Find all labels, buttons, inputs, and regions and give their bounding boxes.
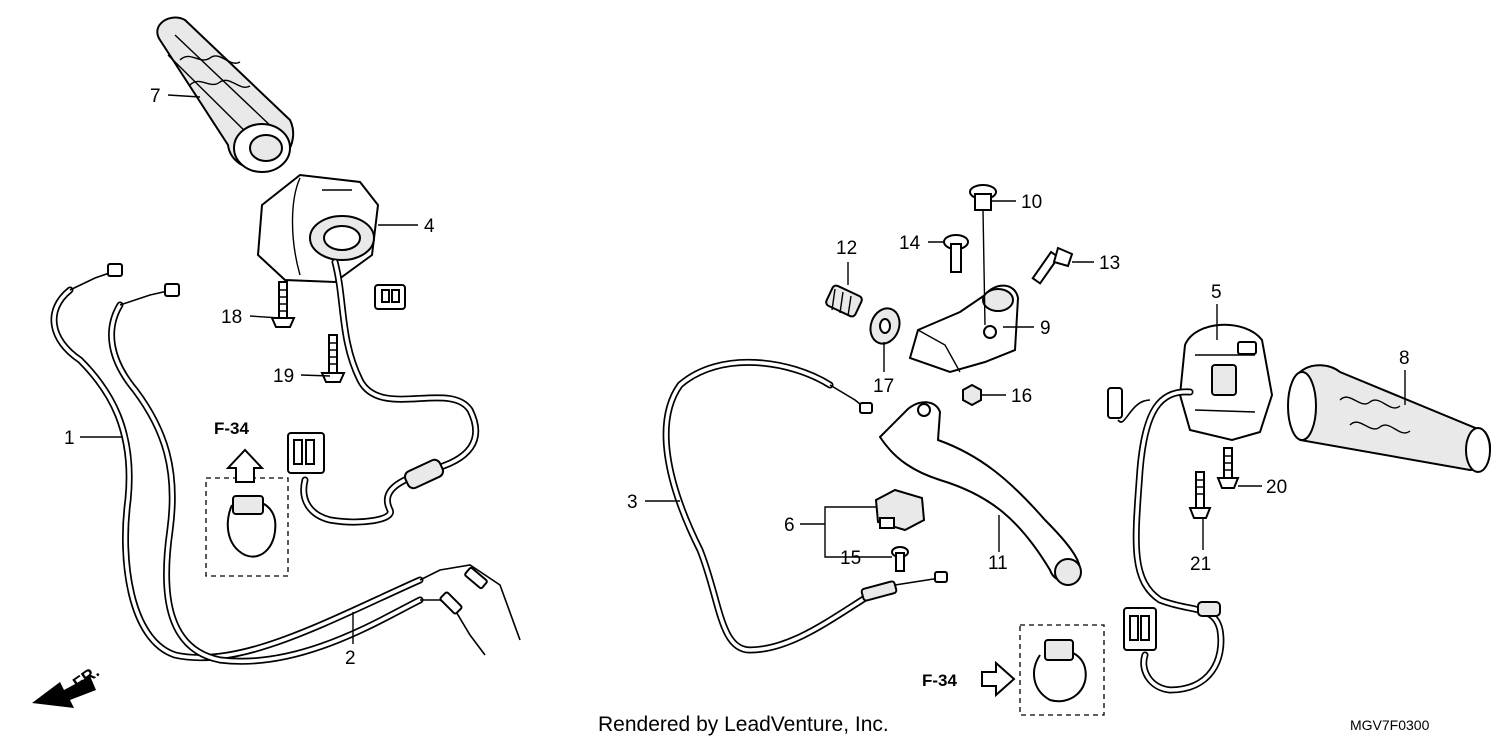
pivot-bolt-14: [943, 234, 969, 273]
screw-15: [891, 546, 909, 572]
bolt-13: [1031, 246, 1074, 285]
clamp-reference-right: [981, 624, 1105, 716]
switch-harness: [1107, 387, 1225, 694]
switch-housing: [1178, 323, 1274, 442]
screw-20: [1216, 447, 1240, 489]
callout-18: 18: [221, 307, 242, 328]
callout-21: 21: [1190, 554, 1211, 575]
adjuster-12: [825, 284, 863, 318]
throttle-cable-2: [108, 283, 486, 665]
lever-bracket: [908, 284, 1020, 374]
callout-4: 4: [424, 216, 435, 237]
callout-5: 5: [1211, 282, 1222, 303]
reference-label-right: F-34: [922, 671, 958, 690]
screw-18: [270, 281, 296, 328]
nut-16: [962, 383, 982, 407]
callout-7: 7: [150, 86, 161, 107]
render-credit: Rendered by LeadVenture, Inc.: [598, 713, 889, 736]
callout-1: 1: [64, 428, 75, 449]
drawing-code: MGV7F0300: [1350, 717, 1430, 733]
callout-11: 11: [988, 553, 1008, 574]
throttle-grip: [156, 16, 295, 173]
callout-3: 3: [627, 492, 638, 513]
callout-19: 19: [273, 366, 294, 387]
leader-lines: [80, 94, 1406, 644]
callout-6: 6: [784, 515, 795, 536]
reference-label-left: F-34: [214, 419, 250, 438]
callout-10: 10: [1021, 192, 1042, 213]
front-direction-arrow: [32, 676, 96, 708]
handlebar-grip: [1287, 364, 1491, 473]
clutch-switch: [874, 488, 926, 532]
callout-8: 8: [1399, 348, 1410, 369]
callout-15: 15: [840, 548, 861, 569]
clutch-lever: [878, 401, 1082, 586]
screw-19: [320, 334, 346, 383]
callout-2: 2: [345, 648, 356, 669]
callout-9: 9: [1040, 318, 1051, 339]
clutch-cable: [662, 358, 948, 654]
rubber-cap-10: [969, 184, 997, 211]
callout-13: 13: [1099, 253, 1120, 274]
throttle-cable-1: [50, 263, 521, 662]
callout-16: 16: [1011, 386, 1032, 407]
callout-20: 20: [1266, 477, 1287, 498]
throttle-harness: [287, 258, 480, 526]
callout-12: 12: [836, 238, 857, 259]
clamp-reference-left: [205, 448, 289, 577]
throttle-housing: [256, 173, 380, 284]
callout-14: 14: [899, 233, 921, 254]
screw-21: [1188, 471, 1212, 519]
callout-17: 17: [873, 376, 894, 397]
collar-17: [869, 307, 901, 345]
